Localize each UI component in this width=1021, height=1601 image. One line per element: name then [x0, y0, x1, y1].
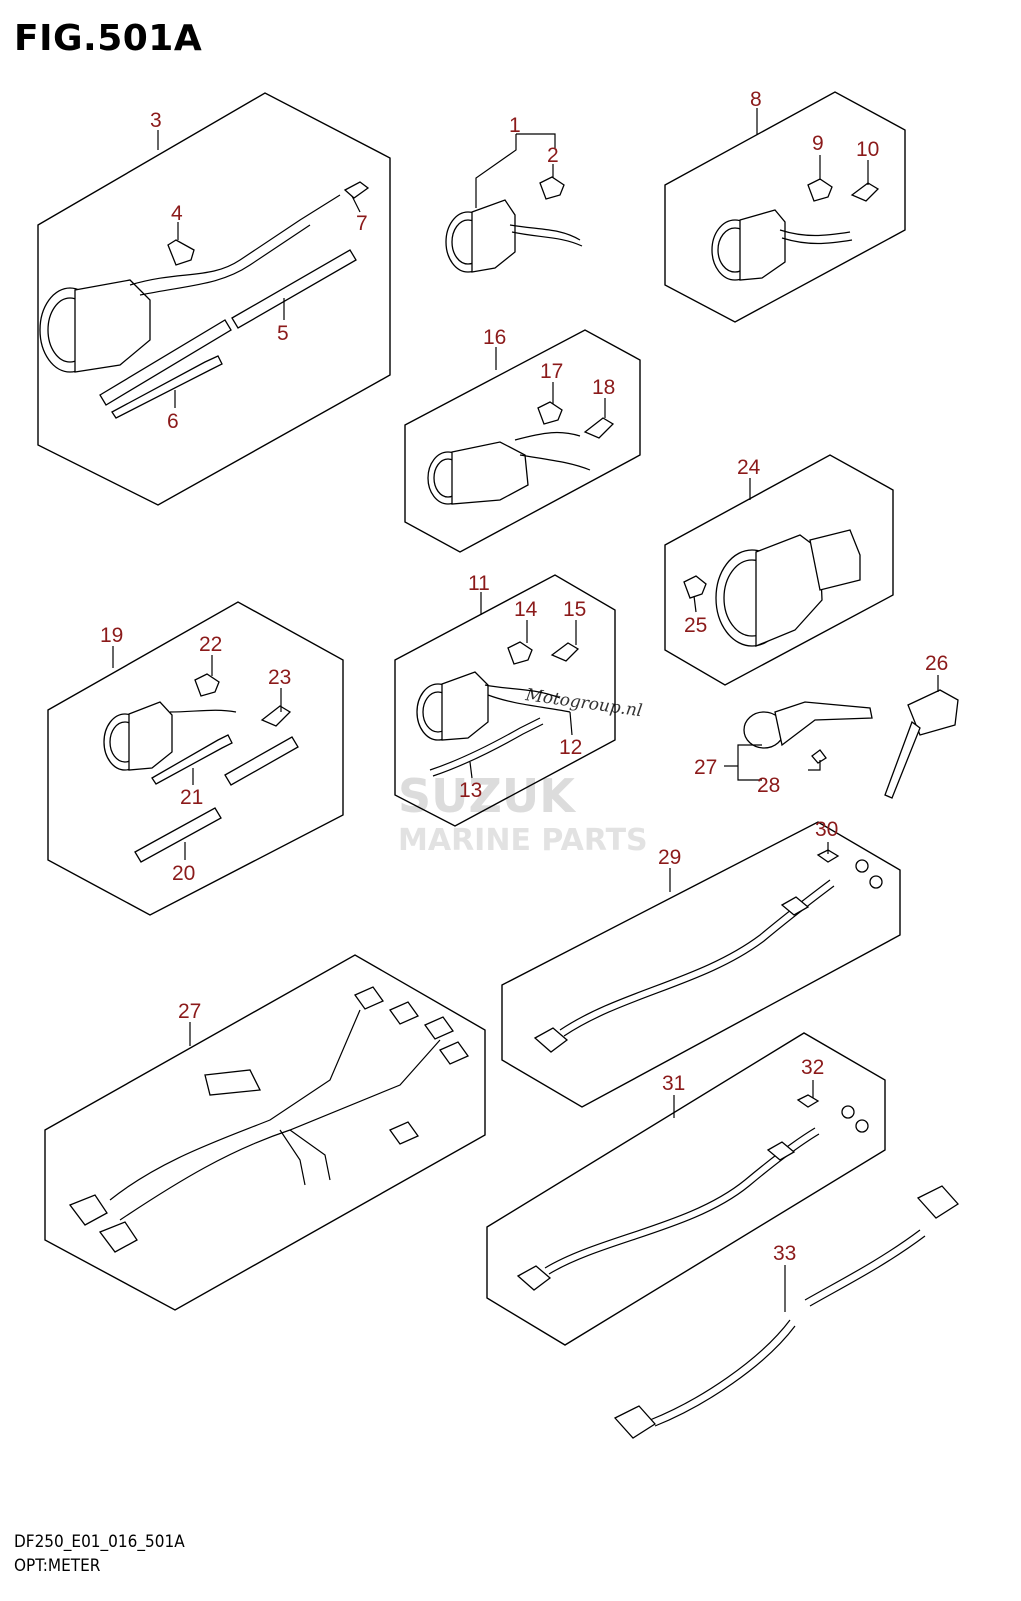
bulb-18 [583, 417, 615, 439]
harness-27 [68, 986, 469, 1253]
callout-7: 7 [356, 212, 368, 235]
callout-29: 29 [658, 846, 681, 869]
bulb-7 [343, 181, 370, 199]
bulb-25 [683, 575, 707, 599]
callout-5: 5 [277, 322, 289, 345]
bulb-23 [260, 705, 292, 727]
bulb-4 [167, 239, 195, 266]
tube-20 [134, 736, 299, 863]
callout-27-harness: 27 [178, 1000, 201, 1023]
bulb-2 [539, 176, 565, 200]
bulb-10 [850, 182, 880, 202]
panel-16 [404, 329, 641, 553]
callout-24: 24 [737, 456, 761, 479]
callout-19: 19 [100, 624, 123, 647]
callout-23: 23 [268, 666, 291, 689]
callout-14: 14 [514, 598, 538, 621]
callout-16: 16 [483, 326, 506, 349]
tie-21 [151, 734, 233, 785]
callout-26: 26 [925, 652, 948, 675]
bulb-9 [807, 178, 833, 202]
callout-20: 20 [172, 862, 195, 885]
callout-11: 11 [468, 572, 490, 595]
panel-11 [394, 574, 616, 827]
cap-32 [796, 1094, 820, 1108]
callout-8: 8 [750, 88, 762, 111]
gauge-3 [39, 194, 341, 373]
gauge-8 [711, 209, 853, 281]
panel-19 [47, 601, 344, 916]
gauge-16 [427, 431, 591, 505]
figure-code: DF250_E01_016_501A [14, 1532, 185, 1552]
callout-6: 6 [167, 410, 179, 433]
callout-27-switch: 27 [694, 756, 717, 779]
gauge-11 [416, 671, 571, 741]
callout-25: 25 [684, 614, 707, 637]
figure-title: FIG.501A [14, 18, 203, 59]
gauge-19 [103, 701, 237, 771]
callout-33: 33 [773, 1242, 796, 1265]
panel-3 [37, 92, 391, 506]
panel-24 [664, 454, 894, 686]
harness-31 [516, 1105, 869, 1291]
tube-5 [99, 249, 357, 406]
tie-6 [111, 355, 223, 419]
panel-27 [44, 954, 486, 1311]
callout-1: 1 [509, 114, 521, 137]
watermark-site: Motogroup.nl [523, 685, 643, 721]
callout-15: 15 [563, 598, 586, 621]
watermark-subtitle: MARINE PARTS [398, 823, 648, 858]
bulb-14 [507, 641, 533, 665]
gauge-1 [445, 199, 583, 273]
gauge-24 [715, 529, 861, 647]
leader-lines [112, 108, 939, 1312]
watermark-brand: SUZUK [398, 769, 577, 823]
callout-10: 10 [856, 138, 879, 161]
callout-30: 30 [815, 818, 838, 841]
cap-30 [816, 849, 840, 863]
switch-27 [743, 701, 873, 749]
callout-17: 17 [540, 360, 563, 383]
callout-31: 31 [662, 1072, 685, 1095]
callout-21: 21 [180, 786, 203, 809]
screw-28 [811, 749, 827, 764]
callout-22: 22 [199, 633, 222, 656]
bulb-15 [550, 642, 580, 662]
cable-33 [613, 1185, 959, 1439]
panel-31 [486, 1032, 886, 1346]
callout-28: 28 [757, 774, 780, 797]
callout-4: 4 [171, 202, 183, 225]
callout-2: 2 [547, 144, 559, 167]
bulb-17 [537, 401, 563, 425]
harness-13 [429, 717, 544, 777]
sender-26 [884, 689, 959, 799]
panel-8 [664, 91, 906, 323]
callout-12: 12 [559, 736, 582, 759]
bulb-22 [194, 673, 220, 697]
callouts: 3 4 7 5 6 1 2 8 9 10 16 17 18 24 25 11 1… [100, 88, 948, 1265]
callout-13: 13 [459, 779, 482, 802]
callout-3: 3 [150, 109, 162, 132]
harness-29 [533, 859, 883, 1053]
callout-9: 9 [812, 132, 824, 155]
callout-32: 32 [801, 1056, 824, 1079]
callout-18: 18 [592, 376, 615, 399]
panel-29 [501, 821, 901, 1108]
figure-name: OPT:METER [14, 1556, 101, 1576]
